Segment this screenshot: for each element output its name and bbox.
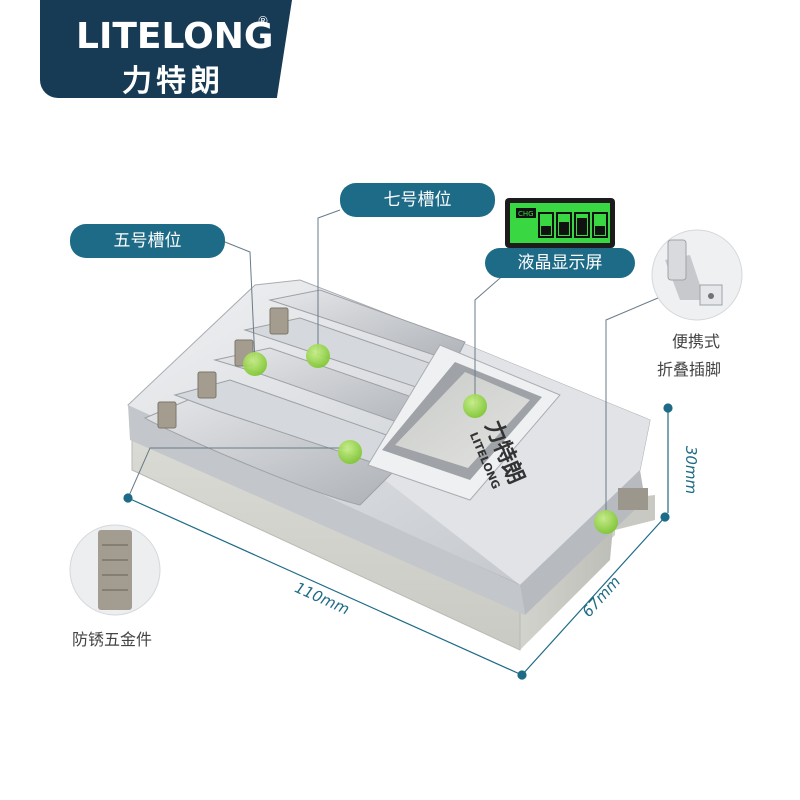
plug-note-line2: 折叠插脚 [657,360,722,379]
brand-logo-cn: 力特朗 [122,64,224,99]
plug-note-line1: 便携式 [672,332,721,351]
dimension-lines [123,403,673,680]
contacts-detail-circle [69,524,161,616]
lcd-callout: 液晶显示屏 [485,248,635,278]
plug-detail-circle [651,229,743,321]
registered-mark: ® [257,14,269,28]
feature-markers [243,344,618,534]
folding-plug [618,488,648,510]
height-dimension: 30mm [682,446,700,494]
lcd-window [367,344,561,501]
aa-slot-callout: 五号槽位 [70,224,225,258]
brand-banner [40,0,292,98]
metal-contacts [157,307,289,429]
brand-logo-en: LITELONG [76,16,274,57]
aaa-slot-callout: 七号槽位 [340,183,495,217]
lcd-display-preview [505,198,615,248]
length-dimension: 110mm [292,578,352,618]
contacts-note: 防锈五金件 [72,630,153,649]
lcd-chg-indicator: CHG [518,210,534,218]
battery-slots [143,289,466,506]
